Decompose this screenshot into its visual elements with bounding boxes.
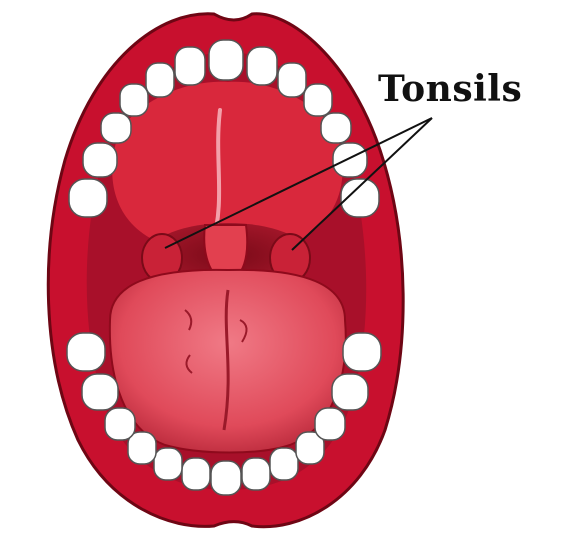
lower-tooth <box>315 408 345 440</box>
lower-tooth <box>128 432 156 464</box>
upper-tooth <box>321 113 351 143</box>
upper-tooth <box>333 143 367 177</box>
tonsils-label: Tonsils <box>378 68 522 110</box>
upper-tooth <box>175 47 205 85</box>
upper-tooth <box>101 113 131 143</box>
lower-tooth <box>82 374 118 410</box>
upper-tooth <box>278 63 306 97</box>
lower-tooth <box>270 448 298 480</box>
lower-tooth <box>182 458 210 490</box>
upper-tooth <box>209 40 243 80</box>
lower-tooth <box>211 461 241 495</box>
upper-tooth <box>83 143 117 177</box>
lower-tooth <box>67 333 105 371</box>
lower-tooth <box>105 408 135 440</box>
lower-tooth <box>332 374 368 410</box>
lower-tooth <box>154 448 182 480</box>
lower-tooth <box>343 333 381 371</box>
upper-tooth <box>247 47 277 85</box>
lower-tooth <box>242 458 270 490</box>
upper-tooth <box>146 63 174 97</box>
upper-tooth <box>69 179 107 217</box>
upper-tooth <box>120 84 148 116</box>
upper-tooth <box>304 84 332 116</box>
